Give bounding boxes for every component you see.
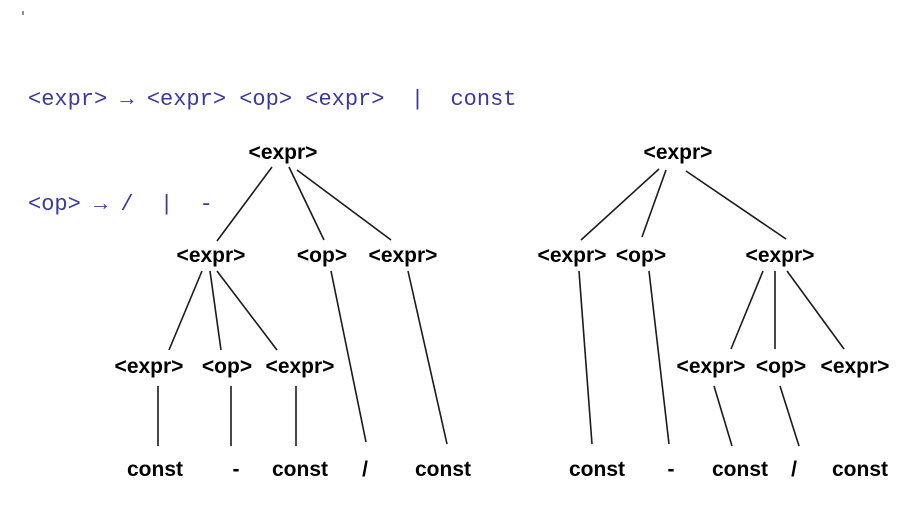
left-leaf-const-2: const	[271, 458, 329, 481]
left-leaf-div: /	[362, 458, 368, 481]
left-parse-tree-edge	[407, 270, 448, 445]
left-leaf-const-1: const	[126, 458, 184, 481]
grammar-rules: <expr> → <expr> <op> <expr> | const <op>…	[28, 12, 516, 292]
left-l2-expr-1: <expr>	[176, 244, 246, 267]
left-parse-tree-edge	[216, 270, 278, 351]
right-parse-tree-edge	[578, 270, 593, 445]
right-root-expr: <expr>	[643, 141, 713, 164]
left-l2-expr-2: <expr>	[368, 244, 438, 267]
right-leaf-minus: -	[667, 458, 675, 481]
left-parse-tree-edge	[216, 166, 273, 242]
left-parse-tree-edge	[209, 270, 222, 351]
left-l3-expr-1: <expr>	[114, 355, 184, 378]
right-parse-tree-edge	[641, 169, 667, 238]
left-root-expr: <expr>	[248, 141, 318, 164]
right-parse-tree-edge	[648, 270, 670, 445]
right-parse-tree-edge	[779, 385, 800, 447]
right-leaf-div: /	[791, 458, 797, 481]
right-l2-expr-2: <expr>	[745, 244, 815, 267]
right-l3-op: <op>	[755, 355, 807, 378]
right-leaf-const-3: const	[831, 458, 889, 481]
right-leaf-const-1: const	[568, 458, 626, 481]
grammar-rule-op: <op> → / | -	[28, 192, 213, 217]
left-l2-op: <op>	[296, 244, 348, 267]
left-parse-tree-edge	[330, 270, 367, 443]
right-parse-tree-edge	[786, 270, 845, 350]
right-parse-tree-edge	[580, 168, 660, 241]
right-l3-expr-2: <expr>	[820, 355, 890, 378]
stray-mark	[22, 11, 24, 15]
right-l2-op: <op>	[615, 244, 667, 267]
left-parse-tree-edge	[168, 270, 203, 351]
left-leaf-minus: -	[232, 458, 240, 481]
left-l3-expr-2: <expr>	[265, 355, 335, 378]
left-parse-tree-edge	[288, 166, 325, 241]
grammar-rule-expr: <expr> → <expr> <op> <expr> | const	[28, 87, 517, 112]
left-parse-tree-edge	[296, 169, 392, 241]
right-parse-tree-edge	[713, 385, 733, 447]
right-parse-tree-edge	[685, 170, 787, 240]
left-leaf-const-3: const	[414, 458, 472, 481]
right-leaf-const-2: const	[711, 458, 769, 481]
left-l3-op: <op>	[201, 355, 253, 378]
right-parse-tree-edge	[730, 270, 764, 350]
right-l2-expr-1: <expr>	[537, 244, 607, 267]
right-l3-expr-1: <expr>	[676, 355, 746, 378]
